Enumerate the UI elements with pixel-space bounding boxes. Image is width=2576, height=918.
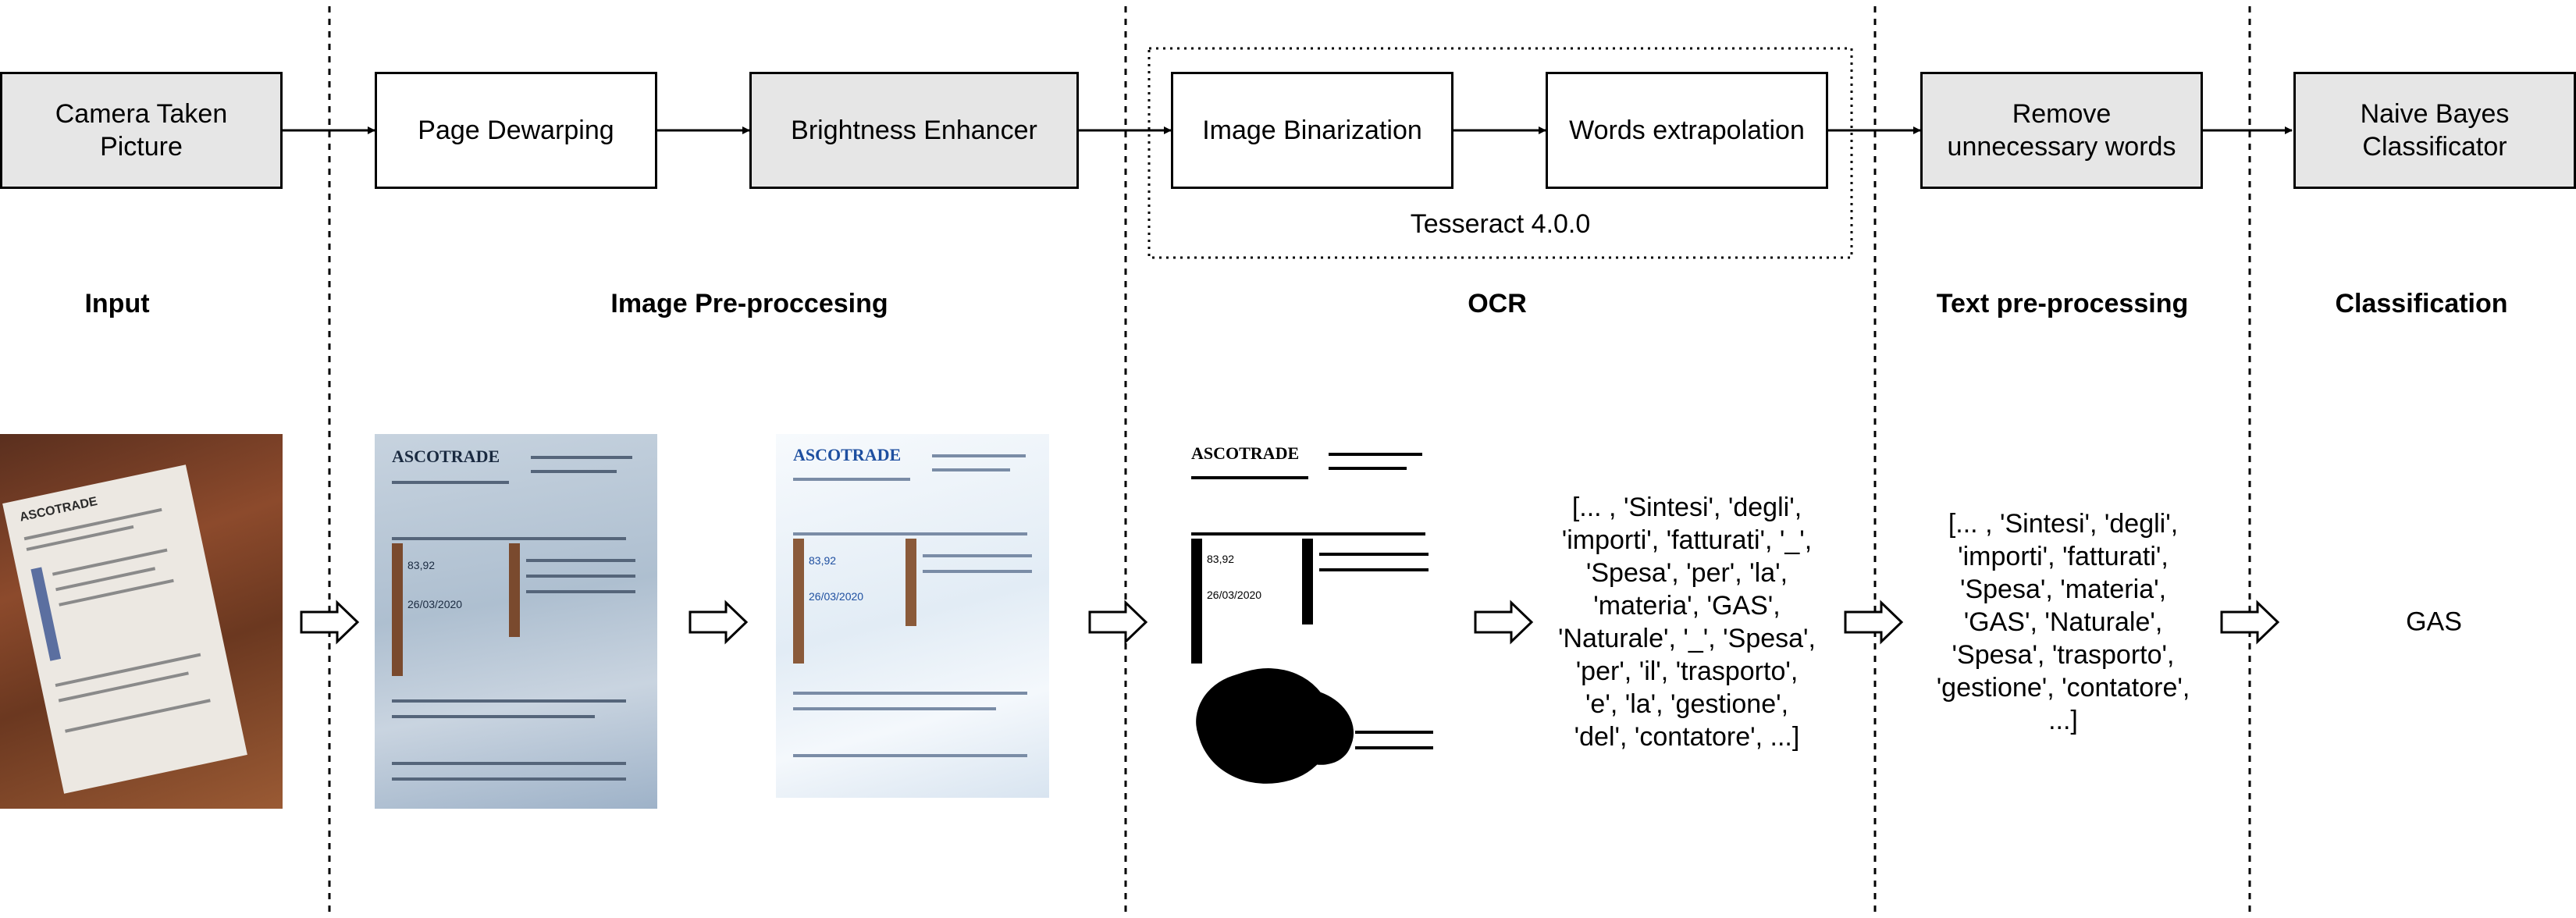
thumb-brand-text: ASCOTRADE [1191,443,1300,463]
enhanced-page-thumbnail: ASCOTRADE 83,92 26/03/2020 [776,434,1049,798]
hollow-arrow-4 [1474,600,1534,645]
page-line [923,554,1032,557]
column-marker-right [509,543,520,637]
page-line [1355,731,1433,734]
thumb-date-text: 26/03/2020 [407,598,463,610]
stage-heading-image-preprocessing: Image Pre-proccesing [610,289,888,318]
hollow-arrow-3 [1088,600,1148,645]
thumb-brand-text: ASCOTRADE [392,447,500,466]
page-line [1319,553,1429,556]
brightness-enhancer-box: Brightness Enhancer [749,72,1079,189]
thumb-brand-text: ASCOTRADE [793,445,902,464]
page-line [392,777,626,781]
paper-line [65,699,211,733]
camera-taken-picture-box: Camera Taken Picture [0,72,283,189]
page-line [392,481,509,484]
tesseract-group-label: Tesseract 4.0.0 [1410,209,1591,239]
column-marker-left [793,539,804,664]
naive-bayes-classificator-box: Naive Bayes Classificator [2293,72,2576,189]
column-marker-right [906,539,916,626]
binarized-page-thumbnail: ASCOTRADE 83,92 26/03/2020 [1176,434,1446,795]
hollow-arrow-2 [688,600,749,645]
page-line [793,532,1027,536]
page-line [392,715,595,718]
page-line [392,699,626,703]
thumb-brand-text: ASCOTRADE [18,494,99,525]
page-line [526,590,635,593]
stage-heading-input: Input [84,289,150,318]
page-line [531,470,617,473]
paper-column-marker [30,567,62,661]
thumb-amount-text: 83,92 [1207,553,1235,565]
page-line [793,707,996,710]
thumb-amount-text: 83,92 [809,554,837,567]
column-marker-left [392,543,403,676]
column-marker-left [1191,539,1202,664]
paper-line [52,548,168,576]
stage-heading-ocr: OCR [1468,289,1527,318]
page-line [1329,453,1422,456]
hollow-arrow-6 [2220,600,2280,645]
remove-unnecessary-words-box: Remove unnecessary words [1920,72,2203,189]
page-line [932,468,1010,471]
words-extrapolation-box: Words extrapolation [1546,72,1828,189]
hollow-arrow-1 [300,600,360,645]
column-marker-right [1302,539,1313,624]
paper-line [55,653,201,688]
stage-heading-classification: Classification [2335,289,2508,318]
camera-photo-thumbnail: ASCOTRADE [0,434,283,809]
photo-paper-sheet: ASCOTRADE [2,464,247,794]
page-line [932,454,1026,457]
page-line [923,570,1032,573]
page-line [793,478,910,481]
page-line [531,456,632,459]
page-line [793,692,1027,695]
page-line [1191,476,1308,479]
stage-heading-text-preprocessing: Text pre-processing [1936,289,2189,318]
page-line [392,762,626,765]
filtered-words-list: [... , 'Sintesi', 'degli', 'importi', 'f… [1936,509,2190,735]
thumb-amount-text: 83,92 [407,559,436,571]
page-line [793,754,1027,757]
page-line [1355,746,1433,749]
paper-line [26,525,134,551]
thumb-date-text: 26/03/2020 [1207,589,1262,601]
page-line [1329,467,1407,470]
ocr-extracted-words-list: [... , 'Sintesi', 'degli', 'importi', 'f… [1557,493,1816,752]
page-dewarping-box: Page Dewarping [375,72,657,189]
thumb-date-text: 26/03/2020 [809,590,864,603]
page-line [392,537,626,540]
image-binarization-box: Image Binarization [1171,72,1453,189]
page-line [1319,568,1429,571]
paper-line [58,671,189,703]
page-line [526,575,635,578]
page-line [1191,532,1425,536]
classification-result: GAS [2406,607,2462,637]
hollow-arrow-5 [1844,600,1904,645]
tesseract-group-frame [1147,47,1853,259]
page-line [526,559,635,562]
dewarped-page-thumbnail: ASCOTRADE 83,92 26/03/2020 [375,434,657,809]
